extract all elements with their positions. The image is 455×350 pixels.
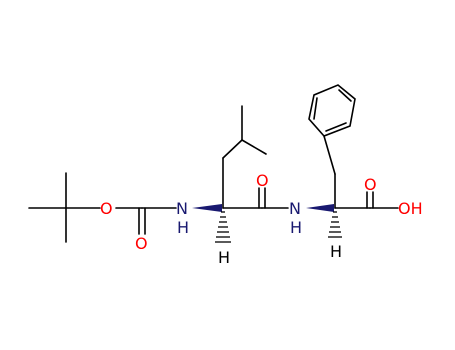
- atom-label-phe-n: N: [289, 199, 301, 218]
- atom-label-leu-nh-h: H: [177, 218, 189, 237]
- bond-leu-cb-cg: [222, 139, 243, 159]
- bond-wedge-phe-n: [306, 204, 334, 212]
- bond-hash-leu-h: [215, 211, 231, 243]
- atom-label-acid-oh: OH: [398, 199, 423, 218]
- bond-wedge-leu-n: [192, 204, 222, 212]
- atom-label-ether-o: O: [100, 199, 113, 218]
- atom-label-amide-o: O: [256, 171, 269, 190]
- benzene-double-bonds: [313, 89, 352, 132]
- atom-label-phe-nh-h: H: [290, 218, 302, 237]
- bond-leu-cg-cd2: [241, 139, 267, 155]
- atom-label-carbamate-o: O: [135, 234, 148, 253]
- atom-label-leu-alpha-h: H: [218, 248, 230, 267]
- atom-label-leu-n: N: [176, 199, 188, 218]
- atom-label-acid-o: O: [364, 175, 377, 194]
- bond-phe-cb-cring: [323, 135, 336, 175]
- atom-label-phe-alpha-h: H: [330, 242, 342, 261]
- benzene-ring: [308, 84, 356, 137]
- bond-hash-phe-h: [328, 211, 342, 238]
